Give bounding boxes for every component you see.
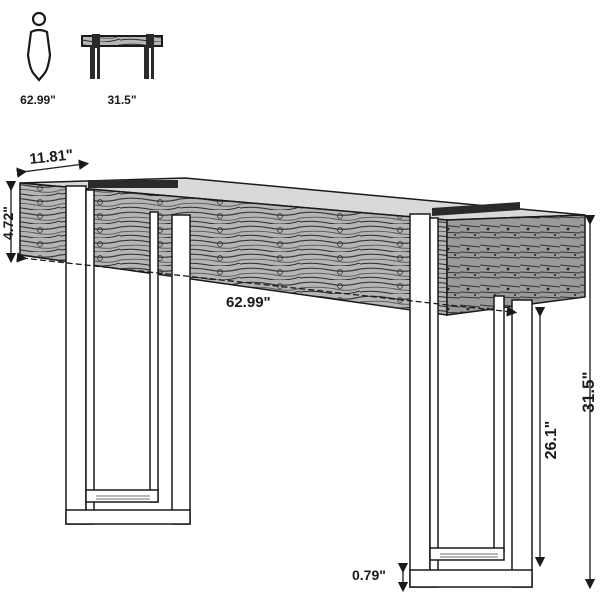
base-thickness-label: 0.79" bbox=[352, 567, 386, 583]
table-side-icon bbox=[81, 34, 163, 79]
depth-label: 11.81" bbox=[29, 146, 74, 167]
person-height-label: 62.99" bbox=[20, 93, 56, 107]
length-dimension-line bbox=[16, 252, 518, 317]
table-icon-height-label: 31.5" bbox=[107, 93, 136, 107]
depth-dimension-line bbox=[16, 159, 90, 178]
console-table bbox=[19, 177, 586, 588]
leg-height-label: 26.1" bbox=[543, 421, 560, 460]
dimension-lines bbox=[5, 159, 596, 593]
height-label: 31.5" bbox=[579, 371, 598, 412]
person-icon bbox=[26, 11, 52, 82]
top-thickness-label: 4.72" bbox=[0, 206, 16, 240]
length-label: 62.99" bbox=[226, 294, 271, 311]
